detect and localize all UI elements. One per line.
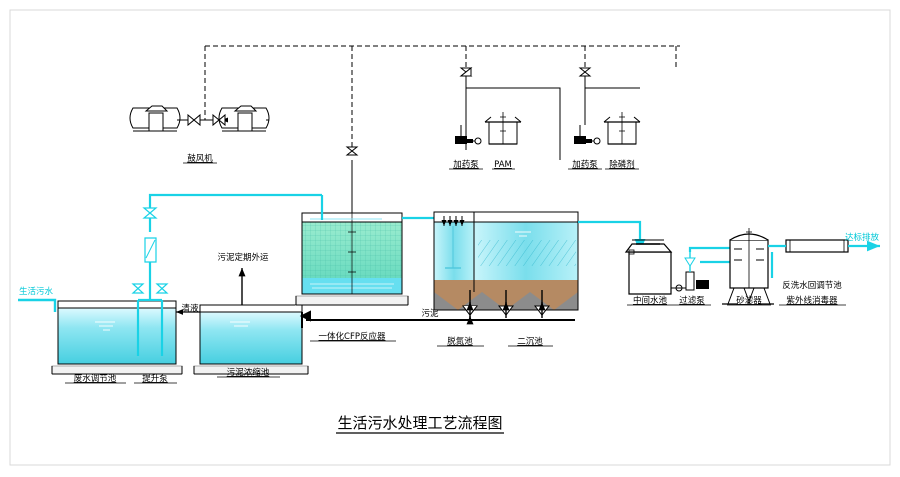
label-dephos-agent: 除磷剂 xyxy=(609,159,635,170)
pump-to-filter-pipe xyxy=(688,246,730,264)
uv-sterilizer xyxy=(785,239,849,253)
drawing-frame xyxy=(9,9,891,466)
sludge-main-line xyxy=(299,310,575,328)
label-pam: PAM xyxy=(494,160,512,170)
label-filter-pump: 过滤泵 xyxy=(679,295,705,306)
blower-right xyxy=(218,105,270,132)
label-sludge-haul: 污泥定期外运 xyxy=(217,252,269,263)
intermediate-tank xyxy=(624,239,673,295)
label-intermediate-tank: 中间水池 xyxy=(633,295,668,306)
label-supernatant: 清液 xyxy=(181,303,199,314)
equalization-tank xyxy=(51,300,183,375)
label-lift-pump: 提升泵 xyxy=(142,373,168,384)
blower-valve-left xyxy=(187,113,201,127)
clarifier-effluent xyxy=(578,220,646,252)
air-header-dashed xyxy=(204,45,680,150)
lift-pump-risers xyxy=(136,193,322,356)
dosing-pump-1 xyxy=(455,125,482,145)
influent-pipe xyxy=(18,298,57,312)
dosing-valve-2 xyxy=(578,67,592,77)
label-secondary-clarifier: 二沉池 xyxy=(517,336,543,347)
blower-left xyxy=(129,105,181,132)
label-influent: 生活污水 xyxy=(19,286,54,297)
label-backwash-return: 反洗水回调节池 xyxy=(782,280,842,291)
label-discharge: 达标排放 xyxy=(845,232,880,243)
label-dosing-pump-1: 加药泵 xyxy=(453,159,479,170)
sludge-return-arrows xyxy=(466,302,546,318)
lift-pump-valve-a xyxy=(131,283,145,294)
filter-pump xyxy=(671,252,709,292)
sand-filter xyxy=(722,228,774,305)
sludge-thickener-tank xyxy=(193,304,309,375)
diagram-title: 生活污水处理工艺流程图 xyxy=(337,414,502,432)
riser-gate-valve xyxy=(142,207,158,219)
label-dosing-pump-2: 加药泵 xyxy=(572,159,598,170)
dosing-routing-lines xyxy=(465,87,640,160)
label-uv-sterilizer: 紫外线消毒器 xyxy=(786,295,838,306)
cfp-reactor xyxy=(295,212,409,306)
label-denitrification-tank: 脱氮池 xyxy=(447,336,473,347)
chemical-tank-dephos xyxy=(603,112,641,145)
lift-pump-valve-b xyxy=(155,283,169,294)
label-blower: 鼓风机 xyxy=(187,153,213,164)
chemical-tank-pam xyxy=(484,112,522,145)
label-sludge: 污泥 xyxy=(421,308,439,319)
dosing-pump-2 xyxy=(574,125,601,145)
blower-valve-right xyxy=(212,113,226,127)
label-sand-filter: 砂滤器 xyxy=(736,295,762,306)
dosing-valve-1 xyxy=(459,66,473,77)
label-equalization-tank: 废水调节池 xyxy=(74,373,117,384)
label-cfp-reactor: 一体化CFP反应器 xyxy=(319,331,386,342)
riser-check-valve xyxy=(144,237,157,263)
label-sludge-thickener: 污泥浓缩池 xyxy=(227,367,270,378)
